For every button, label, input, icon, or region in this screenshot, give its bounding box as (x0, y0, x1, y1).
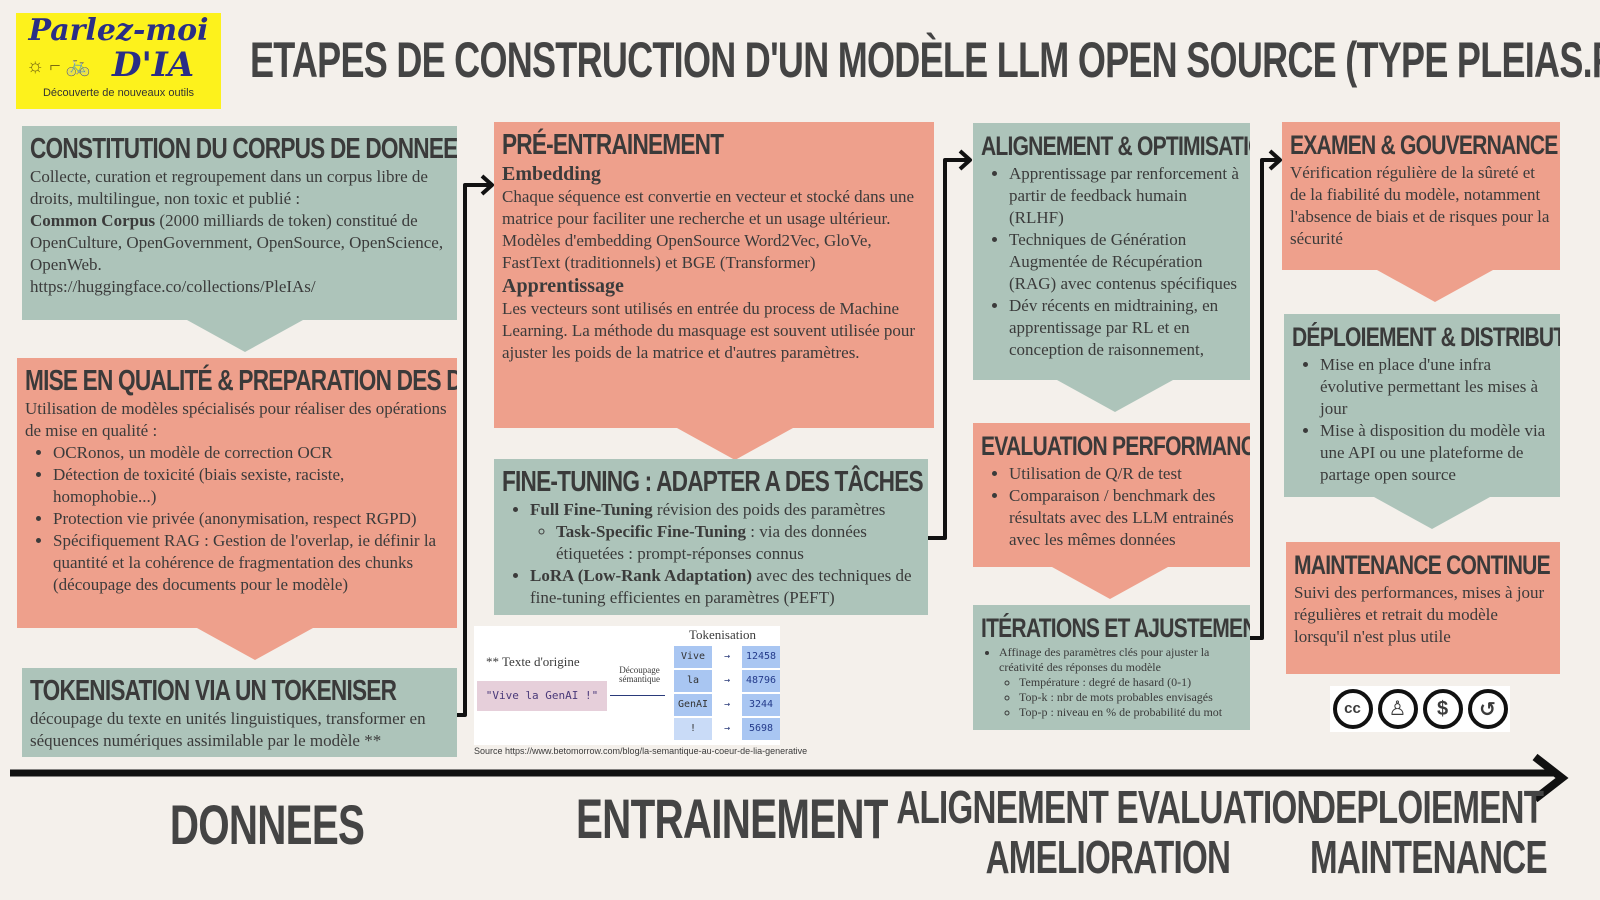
corpus-text2: (2000 milliards de token) constitué de O… (30, 211, 444, 274)
phase-donnees: DONNEES (169, 793, 365, 856)
figure-title: Tokenisation (689, 627, 756, 642)
origin-input: "Vive la GenAI !" (477, 681, 607, 711)
list-item: Top-k : nbr de mots probables envisagés (1019, 690, 1242, 705)
maintenance-text: Suivi des performances, mises à jour rég… (1294, 583, 1545, 646)
token-cell: Vive (674, 646, 712, 668)
token-id: 12458 (742, 646, 780, 668)
token-cell: ! (674, 718, 712, 740)
token-id: 5698 (742, 718, 780, 740)
list-item: Détection de toxicité (biais sexiste, ra… (53, 464, 449, 508)
list-item: Task-Specific Fine-Tuning : via des donn… (556, 521, 920, 565)
page-title: ETAPES DE CONSTRUCTION D'UN MODÈLE LLM O… (250, 32, 1600, 88)
token-cell: GenAI (674, 694, 712, 716)
connector-arrow (457, 183, 490, 717)
token-arrow: → (723, 675, 731, 686)
arrow-down (1052, 567, 1168, 599)
token-arrow: → (723, 651, 731, 662)
governance-box: EXAMEN & GOUVERNANCE Vérification réguli… (1282, 122, 1560, 270)
embedding-models: Modèles d'embedding OpenSource Word2Vec,… (502, 231, 872, 272)
attribution-icon: ♙ (1377, 689, 1418, 729)
list-item: Top-p : niveau en % de probabilité du mo… (1019, 705, 1242, 720)
corpus-url[interactable]: https://huggingface.co/collections/PleIA… (30, 277, 316, 296)
token-cell: la (674, 670, 712, 692)
list-item: Techniques de Génération Augmentée de Ré… (1009, 229, 1242, 295)
pretraining-title: PRÉ-ENTRAINEMENT (502, 129, 724, 161)
phase-entrainement: ENTRAINEMENT (576, 787, 888, 850)
logo-line2: D'IA (112, 45, 195, 85)
pretraining-box: PRÉ-ENTRAINEMENT Embedding Chaque séquen… (494, 122, 934, 428)
split-label: Découpage sémantique (619, 665, 660, 684)
token-arrow: → (723, 699, 731, 710)
tokenisation-title: TOKENISATION VIA UN TOKENISER (30, 675, 397, 707)
logo: Parlez-moi ☼ ⌐ 🚲 D'IA Découverte de nouv… (16, 13, 221, 109)
tokenisation-text: découpage du texte en unités linguistiqu… (30, 709, 426, 750)
sharealike-icon: ↺ (1467, 689, 1508, 729)
deployment-box: DÉPLOIEMENT & DISTRIBUTION Mise en place… (1284, 314, 1560, 497)
list-item: Protection vie privée (anonymisation, re… (53, 508, 449, 530)
phase-amelioration: AMELIORATION (985, 831, 1231, 883)
learning-text: Les vecteurs sont utilisés en entrée du … (502, 299, 916, 362)
quality-intro: Utilisation de modèles spécialisés pour … (25, 399, 447, 440)
phase-deploiement: DEPLOIEMENT (1312, 781, 1544, 833)
iterations-box: ITÉRATIONS ET AJUSTEMENTS Affinage des p… (973, 605, 1250, 730)
list-item: Affinage des paramètres clés pour ajuste… (999, 645, 1242, 675)
origin-label: ** Texte d'origine (486, 654, 580, 669)
token-arrow: → (723, 723, 731, 734)
logo-tagline: Découverte de nouveaux outils (42, 87, 195, 99)
maintenance-box: MAINTENANCE CONTINUE Suivi des performan… (1286, 542, 1560, 674)
cc-license-badge: cc ♙ $ ↺ (1330, 686, 1510, 732)
phase-alignement-group: ALIGNEMENT EVALUATION AMELIORATION (858, 784, 1358, 880)
noncommercial-icon: $ (1422, 689, 1463, 729)
connector-arrow (928, 158, 968, 540)
evaluation-box: EVALUATION PERFORMANCES Utilisation de Q… (973, 423, 1250, 567)
arrow-down (197, 628, 313, 660)
list-item: Mise à disposition du modèle via une API… (1320, 420, 1552, 486)
list-item: Mise en place d'une infra évolutive perm… (1320, 354, 1552, 420)
connector-arrow (1250, 158, 1278, 640)
list-item: Dév récents en midtraining, en apprentis… (1009, 295, 1242, 361)
finetuning-box: FINE-TUNING : ADAPTER A DES TÂCHES SPÉCI… (494, 459, 928, 615)
arrow-down (1057, 380, 1173, 412)
logo-line1: Parlez-moi (28, 13, 209, 48)
learning-heading: Apprentissage (502, 275, 624, 297)
alignment-box: ALIGNEMENT & OPTIMISATION Apprentissage … (973, 123, 1250, 380)
governance-text: Vérification régulière de la sûreté et d… (1290, 163, 1550, 248)
phase-deploiement-group: DEPLOIEMENT MAINTENANCE (1278, 784, 1578, 880)
tokenisation-box: TOKENISATION VIA UN TOKENISER découpage … (22, 668, 457, 757)
token-id: 3244 (742, 694, 780, 716)
source-text[interactable]: Source https://www.betomorrow.com/blog/l… (474, 746, 808, 756)
sun-bike-icon: ☼ ⌐ 🚲 (26, 55, 91, 77)
corpus-text: Collecte, curation et regroupement dans … (30, 167, 428, 208)
arrow-down (677, 428, 793, 460)
phase-maintenance: MAINTENANCE (1309, 831, 1548, 883)
cc-icon: cc (1332, 689, 1373, 729)
tokenisation-figure: Tokenisation ** Texte d'origine "Vive la… (474, 626, 780, 745)
list-item: Apprentissage par renforcement à partir … (1009, 163, 1242, 229)
quality-box: MISE EN QUALITÉ & PREPARATION DES DONNÉE… (17, 358, 457, 628)
token-id: 48796 (742, 670, 780, 692)
arrow-down (1374, 497, 1490, 529)
list-item: OCRonos, un modèle de correction OCR (53, 442, 449, 464)
timeline-arrowhead (1532, 753, 1569, 803)
list-item: LoRA (Low-Rank Adaptation) avec des tech… (530, 565, 920, 609)
arrow-down (1377, 270, 1493, 302)
corpus-bold: Common Corpus (30, 211, 156, 230)
embedding-heading: Embedding (502, 163, 601, 185)
list-item: Utilisation de Q/R de test (1009, 463, 1242, 485)
list-item: Full Fine-Tuning révision des poids des … (530, 499, 920, 565)
embedding-text: Chaque séquence est convertie en vecteur… (502, 187, 915, 228)
phase-alignement: ALIGNEMENT EVALUATION (896, 781, 1320, 833)
arrow-down (187, 320, 303, 352)
corpus-box: CONSTITUTION DU CORPUS DE DONNEES Collec… (22, 126, 457, 320)
list-item: Température : degré de hasard (0-1) (1019, 675, 1242, 690)
list-item: Spécifiquement RAG : Gestion de l'overla… (53, 530, 449, 596)
list-item: Comparaison / benchmark des résultats av… (1009, 485, 1242, 551)
